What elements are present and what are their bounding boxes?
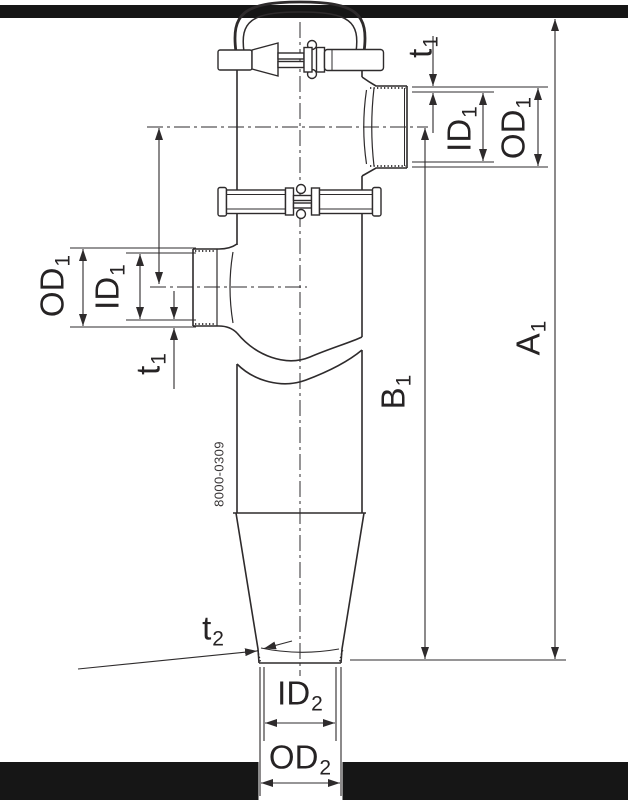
weld-hatch — [256, 649, 344, 663]
break-curve-upper — [236, 332, 363, 362]
clamp-band — [318, 189, 374, 215]
left-port — [192, 243, 238, 334]
top-clamp — [217, 39, 385, 80]
clamp-lug — [251, 42, 279, 77]
clamp-band — [225, 189, 287, 215]
clamp-hinge-plate — [310, 187, 321, 216]
clamp-bolt — [277, 52, 305, 60]
clamp-band — [323, 48, 385, 72]
drawing-number: 8000-0309 — [211, 441, 227, 507]
clamp-hinge-plate — [315, 46, 326, 73]
weld-hatch — [370, 87, 406, 167]
clamp-hinge-plate — [284, 187, 295, 216]
dim-t2-leader — [77, 648, 258, 670]
break-curve-lower — [236, 349, 363, 385]
cone-section — [233, 512, 366, 664]
middle-clamp — [217, 183, 382, 220]
port-saddle-curves — [363, 87, 375, 167]
port-saddle-curve — [229, 251, 234, 324]
outlet-inner-edge — [260, 647, 340, 653]
centerlines — [147, 22, 428, 676]
dimensions — [70, 19, 566, 796]
lifting-handle — [233, 0, 367, 53]
clamp-lip — [371, 186, 382, 217]
clamp-lip — [217, 186, 228, 217]
clamp-nut — [217, 49, 253, 71]
clamp-bolt — [292, 202, 313, 209]
clamp-hinge-plate — [303, 46, 313, 73]
dim-t2-inner — [263, 640, 293, 650]
clamp-bolt — [292, 194, 313, 202]
clamp-bolt — [277, 60, 305, 69]
right-port — [361, 76, 408, 177]
